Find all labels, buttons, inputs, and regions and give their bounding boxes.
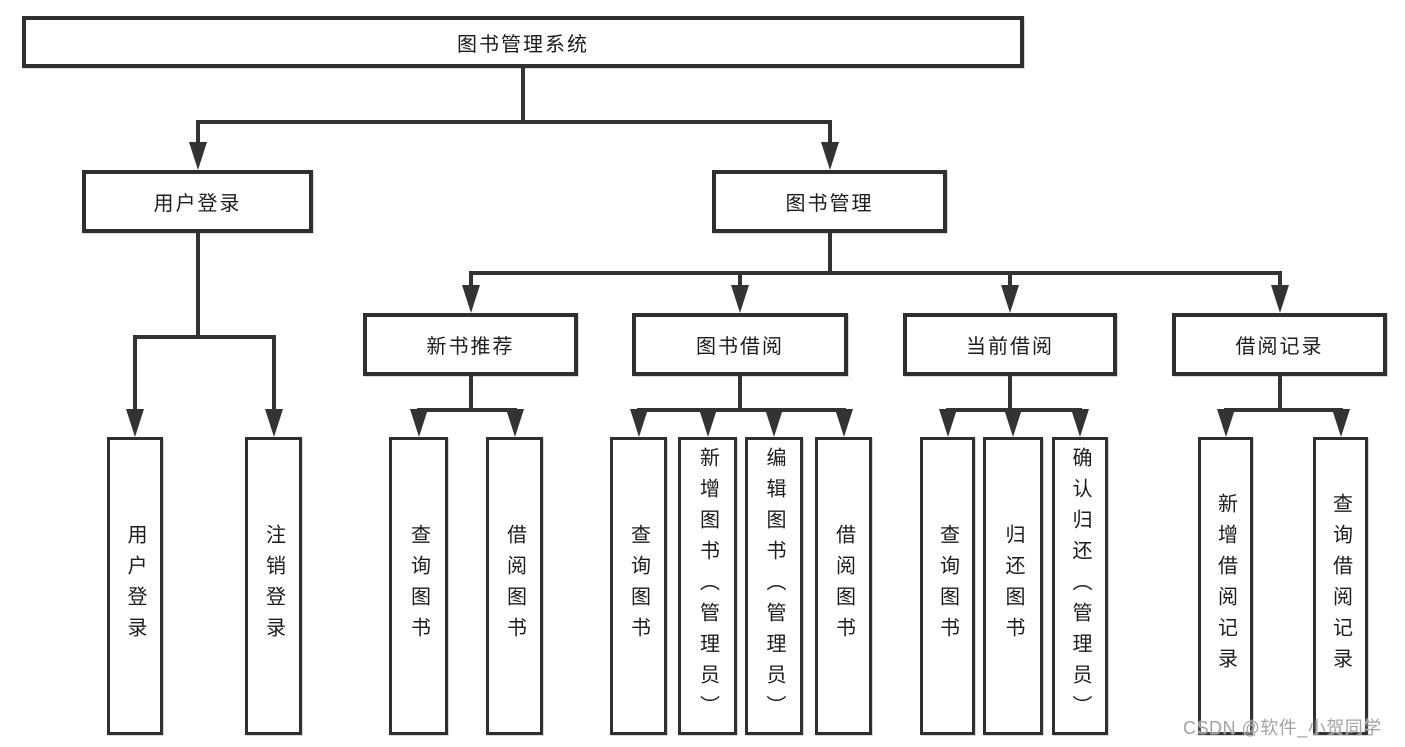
connector-line	[636, 408, 846, 412]
arrowhead-down-icon	[765, 409, 783, 437]
node-leaf-br-add: 新增借阅记录	[1198, 437, 1253, 735]
node-label: 查询图书	[936, 524, 959, 648]
node-leaf-bb-query: 查询图书	[610, 437, 667, 735]
connector-line	[195, 120, 832, 124]
node-label: 确认归还（管理员）	[1069, 446, 1091, 726]
watermark-text: CSDN @软件_小贺同学	[1183, 718, 1382, 738]
arrowhead-down-icon	[461, 285, 480, 313]
arrowhead-down-icon	[505, 409, 524, 437]
node-label: 查询借阅记录	[1329, 493, 1352, 679]
node-leaf-logout: 注销登录	[245, 437, 302, 735]
connector-line	[468, 376, 473, 412]
node-label: 查询图书	[407, 524, 430, 648]
connector-line	[1277, 376, 1282, 412]
node-borrow-records: 借阅记录	[1172, 313, 1387, 376]
node-leaf-br-query: 查询借阅记录	[1313, 437, 1368, 735]
connector-line	[271, 339, 276, 413]
connector-line	[827, 233, 832, 275]
node-root: 图书管理系统	[22, 16, 1024, 68]
arrowhead-down-icon	[1001, 285, 1019, 313]
connector-line	[468, 271, 1282, 275]
connector-line	[521, 68, 525, 124]
arrowhead-down-icon	[820, 142, 839, 170]
arrowhead-down-icon	[126, 409, 144, 437]
connector-line	[195, 233, 200, 339]
node-leaf-cb-return: 归还图书	[983, 437, 1043, 735]
node-label: 新增图书（管理员）	[696, 446, 719, 726]
node-label: 新增借阅记录	[1214, 493, 1237, 679]
connector-line	[1008, 376, 1012, 412]
node-book-borrow: 图书借阅	[632, 313, 848, 376]
node-leaf-user-login: 用户登录	[107, 437, 163, 735]
node-leaf-bb-borrow: 借阅图书	[815, 437, 872, 735]
connector-line	[1223, 408, 1343, 412]
node-label: 用户登录	[124, 524, 146, 648]
node-leaf-cb-confirm: 确认归还（管理员）	[1052, 437, 1108, 735]
arrowhead-down-icon	[1270, 285, 1289, 313]
node-label: 查询图书	[627, 524, 650, 648]
node-book-mgmt: 图书管理	[712, 170, 947, 233]
node-leaf-bb-edit: 编辑图书（管理员）	[745, 437, 803, 735]
node-label: 编辑图书（管理员）	[763, 446, 785, 726]
connector-line	[1008, 275, 1012, 289]
connector-line	[195, 124, 200, 146]
connector-line	[468, 275, 473, 289]
node-leaf-cb-query: 查询图书	[920, 437, 975, 735]
connector-line	[1277, 275, 1282, 289]
node-leaf-nbr-query: 查询图书	[389, 437, 448, 735]
arrowhead-down-icon	[698, 409, 717, 437]
connector-line	[738, 376, 742, 412]
node-label: 借阅图书	[832, 524, 855, 648]
connector-line	[827, 124, 832, 146]
node-leaf-bb-add: 新增图书（管理员）	[678, 437, 737, 735]
node-user-login: 用户登录	[82, 170, 313, 233]
node-new-book-rec: 新书推荐	[363, 313, 578, 376]
arrowhead-down-icon	[834, 409, 853, 437]
arrowhead-down-icon	[1071, 409, 1089, 437]
node-label: 注销登录	[262, 524, 285, 648]
node-leaf-nbr-borrow: 借阅图书	[486, 437, 543, 735]
arrowhead-down-icon	[1216, 409, 1235, 437]
arrowhead-down-icon	[1004, 409, 1022, 437]
arrowhead-down-icon	[264, 409, 283, 437]
connector-line	[133, 335, 276, 339]
arrowhead-down-icon	[409, 409, 428, 437]
connector-line	[738, 275, 742, 289]
node-label: 归还图书	[1002, 524, 1024, 648]
node-current-borrow: 当前借阅	[903, 313, 1117, 376]
connector-line	[416, 408, 517, 412]
arrowhead-down-icon	[731, 285, 749, 313]
arrowhead-down-icon	[1331, 409, 1350, 437]
arrowhead-down-icon	[938, 409, 957, 437]
node-label: 借阅图书	[503, 524, 526, 648]
connector-line	[133, 339, 137, 413]
arrowhead-down-icon	[188, 142, 207, 170]
arrowhead-down-icon	[629, 409, 648, 437]
